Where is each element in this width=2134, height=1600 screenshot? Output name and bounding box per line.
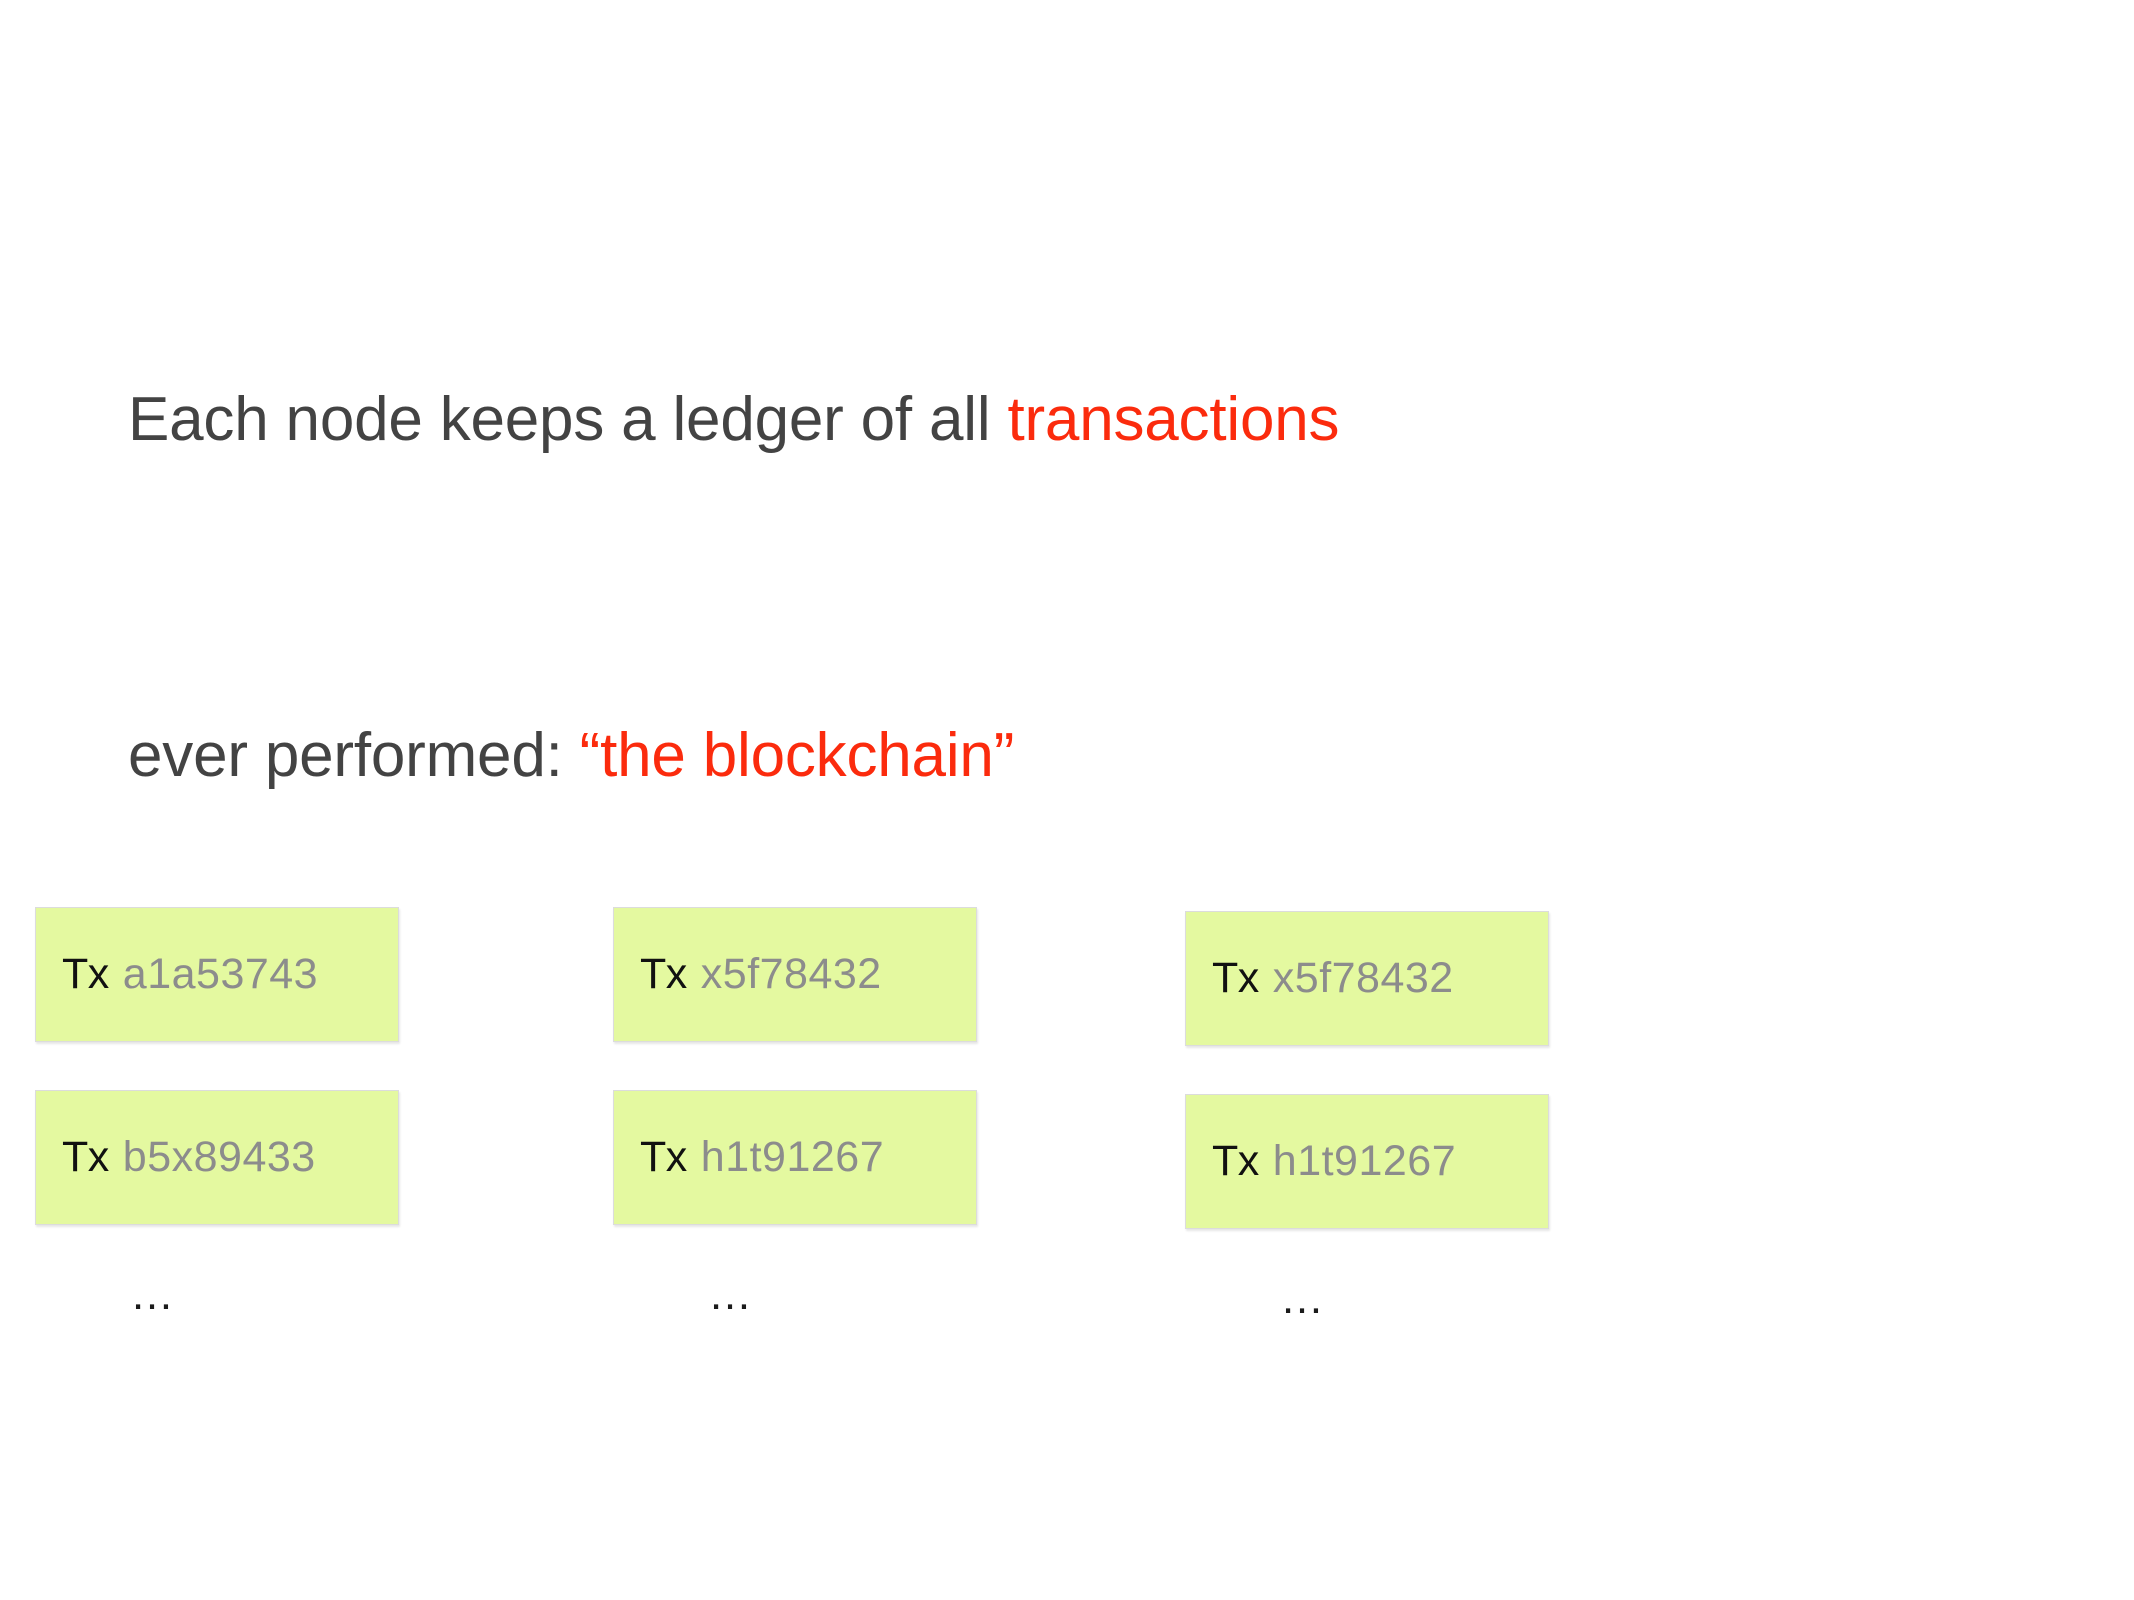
node-3-ledger: Tx x5f78432 Tx h1t91267 … <box>1185 911 1549 1321</box>
ledger-more-ellipsis: … <box>130 1270 178 1319</box>
tx-hash: h1t91267 <box>700 1133 885 1181</box>
tx-box[interactable]: Tx a1a53743 <box>35 907 399 1042</box>
tx-hash: x5f78432 <box>700 950 882 998</box>
tx-label: Tx <box>640 1133 687 1181</box>
tx-label: Tx <box>1212 1137 1259 1185</box>
tx-box[interactable]: Tx x5f78432 <box>1185 911 1549 1046</box>
tx-box[interactable]: Tx x5f78432 <box>613 907 977 1042</box>
tx-box[interactable]: Tx h1t91267 <box>613 1090 977 1225</box>
headline-line-2: ever performed: “the blockchain” <box>128 700 1928 812</box>
tx-label: Tx <box>62 950 109 998</box>
tx-label: Tx <box>640 950 687 998</box>
slide-headline: Each node keeps a ledger of all transact… <box>128 140 1928 1036</box>
node-2-ledger: Tx x5f78432 Tx h1t91267 … <box>613 907 977 1317</box>
tx-label: Tx <box>62 1133 109 1181</box>
tx-box[interactable]: Tx b5x89433 <box>35 1090 399 1225</box>
tx-hash: b5x89433 <box>122 1133 316 1181</box>
headline-accent-transactions: transactions <box>1007 385 1340 454</box>
headline-line-1: Each node keeps a ledger of all transact… <box>128 364 1928 476</box>
headline-line-1-text: Each node keeps a ledger of all <box>128 385 1008 454</box>
ledger-more-ellipsis: … <box>708 1270 756 1319</box>
ledger-more-ellipsis: … <box>1280 1274 1328 1323</box>
tx-hash: x5f78432 <box>1272 954 1454 1002</box>
tx-hash: a1a53743 <box>122 950 319 998</box>
tx-label: Tx <box>1212 954 1259 1002</box>
headline-line-2-text: ever performed: <box>128 721 580 790</box>
headline-accent-blockchain: “the blockchain” <box>579 721 1015 790</box>
tx-hash: h1t91267 <box>1272 1137 1457 1185</box>
node-1-ledger: Tx a1a53743 Tx b5x89433 … <box>35 907 399 1317</box>
tx-box[interactable]: Tx h1t91267 <box>1185 1094 1549 1229</box>
